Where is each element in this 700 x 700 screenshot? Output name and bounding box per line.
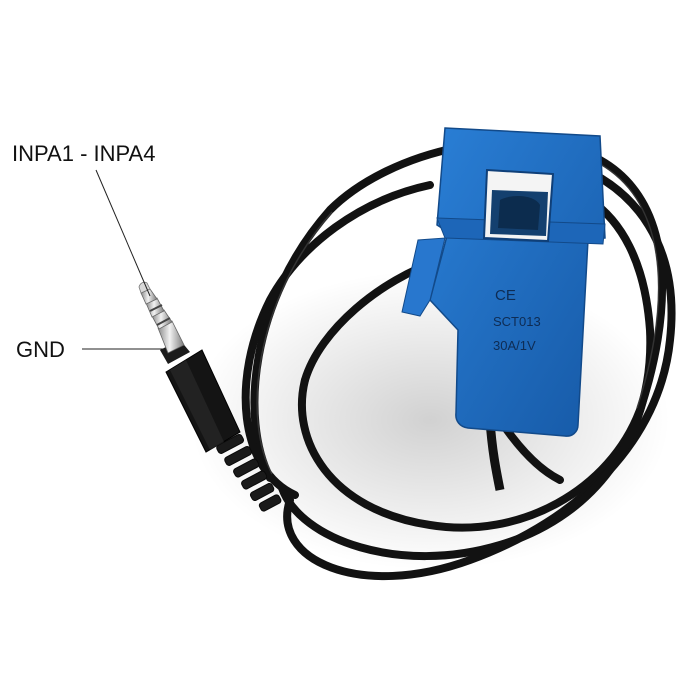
strain-relief [216,433,282,512]
ce-mark: CE [495,287,516,304]
signal-callout-line [95,169,151,297]
cable-highlight [256,163,660,475]
plug-pin [138,281,185,354]
audio-plug [138,281,282,512]
model-number: SCT013 [493,314,541,329]
signal-callout-label: INPA1 - INPA4 [12,141,156,166]
current-rating: 30A/1V [493,338,536,353]
current-sensor: CE SCT013 30A/1V [401,127,606,437]
ground-callout-label: GND [16,337,65,362]
